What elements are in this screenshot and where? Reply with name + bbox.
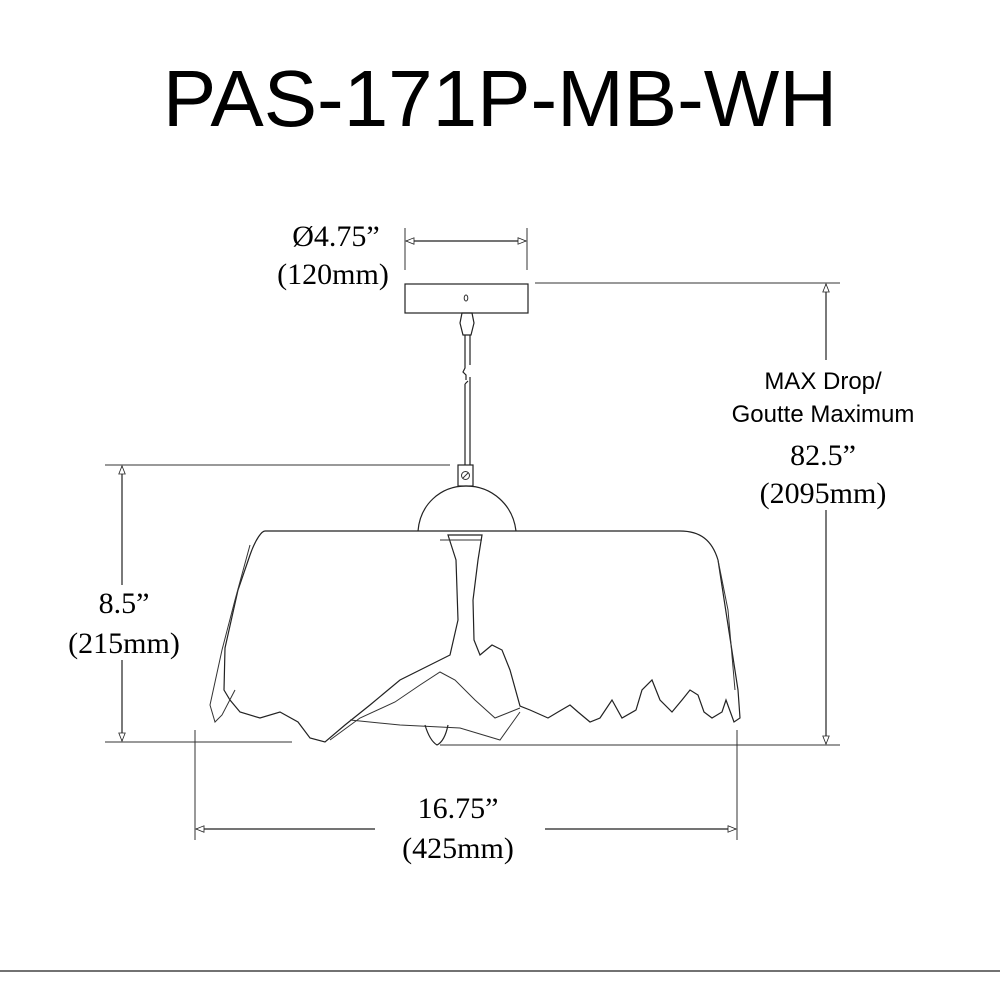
max-drop-imperial: 82.5”: [790, 439, 856, 472]
width-dimension: 16.75” (425mm): [194, 730, 738, 865]
height-imperial: 8.5”: [99, 587, 150, 620]
max-drop-label-en: MAX Drop/: [764, 368, 882, 395]
max-drop-label-fr: Goutte Maximum: [732, 401, 915, 428]
canopy-dimension: Ø4.75” (120mm): [277, 220, 528, 291]
pendant-fixture: [209, 283, 741, 746]
width-metric: (425mm): [402, 832, 514, 865]
height-metric: (215mm): [68, 627, 180, 660]
max-drop-dimension: MAX Drop/ Goutte Maximum 82.5” (2095mm): [440, 282, 925, 746]
max-drop-metric: (2095mm): [760, 477, 887, 510]
canopy-diameter-imperial: Ø4.75”: [292, 220, 379, 253]
canopy: [404, 283, 529, 314]
model-title: PAS-171P-MB-WH: [163, 54, 837, 143]
height-dimension: 8.5” (215mm): [68, 464, 450, 743]
width-imperial: 16.75”: [418, 792, 499, 825]
shade: [223, 530, 741, 743]
canopy-diameter-metric: (120mm): [277, 258, 389, 291]
dome: [417, 485, 517, 532]
